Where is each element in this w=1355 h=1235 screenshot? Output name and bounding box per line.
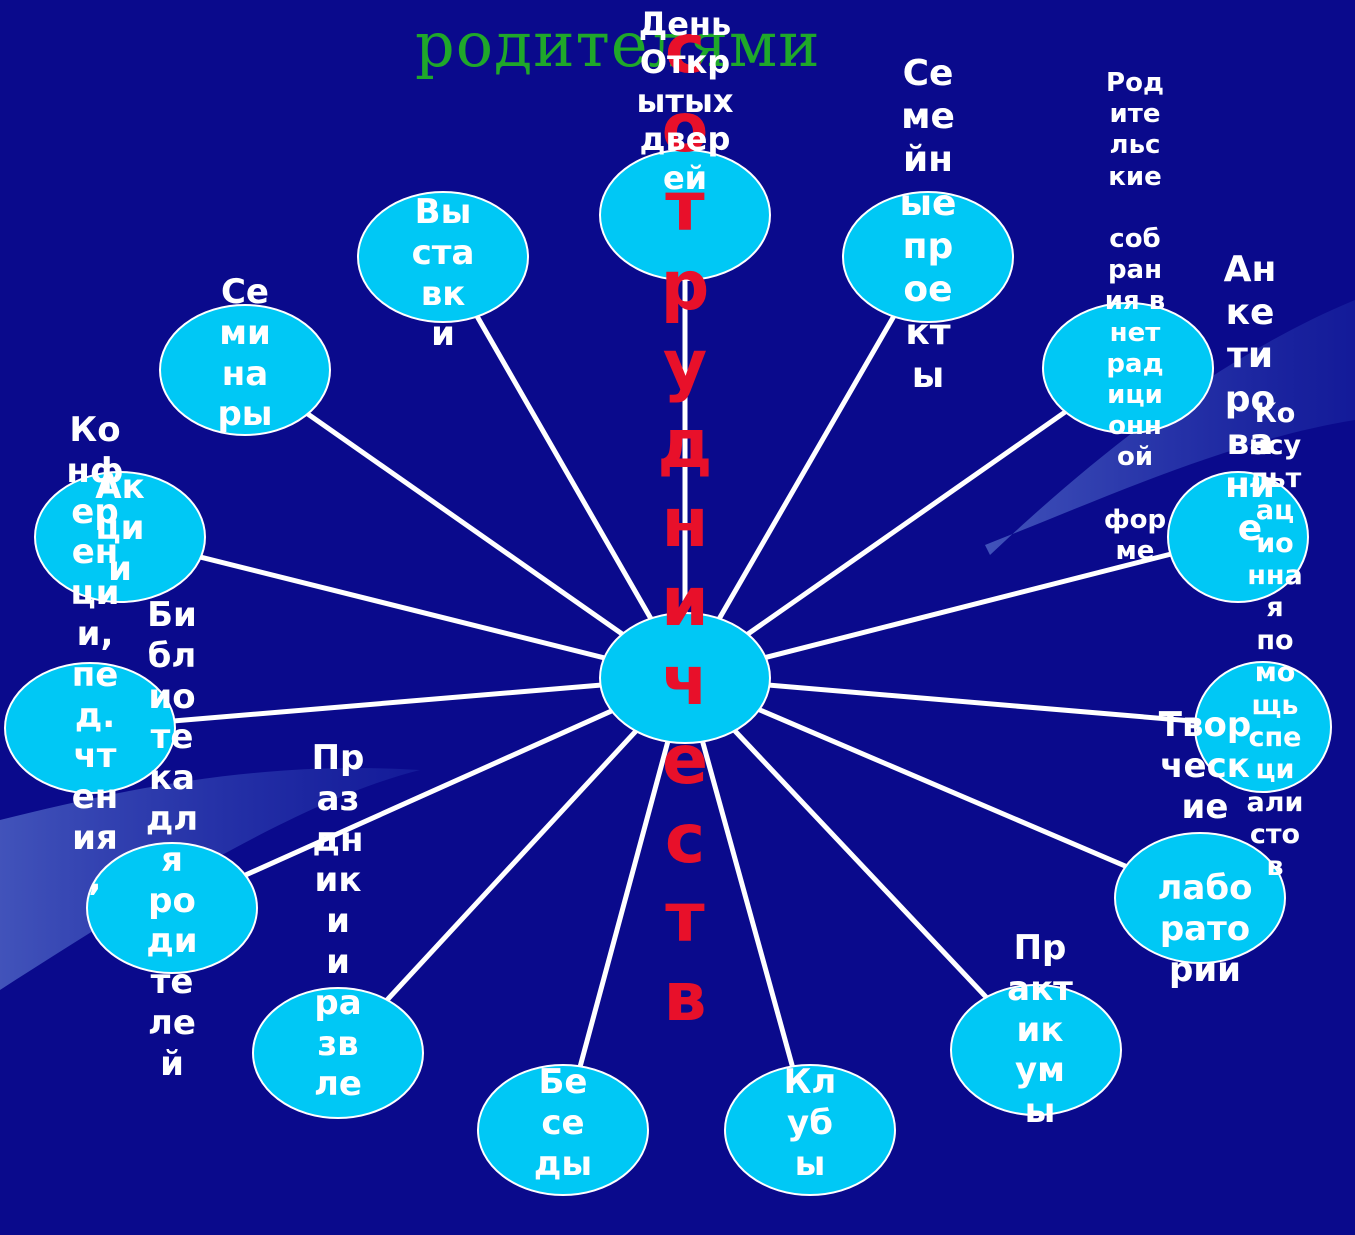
spoke-praktikumy xyxy=(683,676,1038,1052)
node-biblioteka xyxy=(86,842,258,974)
spoke-kluby xyxy=(682,677,813,1131)
label-tvorcheskie-laboratorii: Твор ческ ие лабо рато рии xyxy=(1157,705,1253,990)
node-tvorcheskie-laboratorii xyxy=(1114,832,1286,964)
vertical-word: с о т р у д н и ч е с т в xyxy=(657,10,713,1037)
spoke-konferentsii xyxy=(89,675,686,731)
label-anketirovanie: Ан ке ти ро ва ни е xyxy=(1223,249,1277,550)
node-aktsii xyxy=(34,471,206,603)
node-center-hub xyxy=(599,612,771,744)
node-besedy xyxy=(477,1064,649,1196)
spoke-semeynye-proekty xyxy=(682,255,931,680)
node-anketirovanie xyxy=(1167,471,1309,603)
node-praktikumy xyxy=(950,984,1122,1116)
label-semeynye-proekty: Се ме йн ые пр ое кт ы xyxy=(899,53,957,397)
label-kluby: Кл уб ы xyxy=(783,1062,837,1184)
connector-lines xyxy=(89,215,1264,1131)
spoke-vystavki xyxy=(440,255,688,680)
node-kluby xyxy=(724,1064,896,1196)
label-aktsii: Ак ци и xyxy=(95,467,145,589)
label-praktikumy: Пр акт ик ум ы xyxy=(1007,928,1073,1132)
label-besedy: Бе се ды xyxy=(533,1062,593,1184)
node-konsultatsionnaya-pomoshch xyxy=(1194,661,1332,793)
node-semeynye-proekty xyxy=(842,191,1014,323)
label-vystavki: Вы ста вк и xyxy=(411,192,475,355)
label-konferentsii: Ко нф ер ен ци и, пе д. чт ен ия , xyxy=(66,410,124,899)
spoke-seminary xyxy=(243,367,687,681)
node-prazdniki xyxy=(252,987,424,1119)
decorative-swoosh-right xyxy=(985,300,1355,555)
node-konferentsii xyxy=(4,662,176,794)
spoke-besedy xyxy=(560,677,688,1131)
diagram-title: родителями xyxy=(415,8,821,81)
spoke-prazdniki xyxy=(336,676,687,1055)
node-seminary xyxy=(159,304,331,436)
spoke-roditelskie-sobraniya xyxy=(683,365,1130,681)
label-biblioteka: Би бл ио те ка дл я ро ди те ле й xyxy=(145,595,199,1084)
spoke-biblioteka xyxy=(170,675,687,911)
node-roditelskie-sobraniya xyxy=(1042,302,1214,434)
label-prazdniki: Пр аз дн ик и и ра зв ле xyxy=(311,738,365,1105)
node-ellipses xyxy=(4,149,1332,1196)
label-konsultatsionnaya-pomoshch: Ко нсу льт ац ио нна я по мо щь спе ци а… xyxy=(1246,398,1304,883)
decorative-swoosh-left xyxy=(0,768,420,990)
label-den-otkrytyh-dverey: День Откр ытых двер ей xyxy=(636,5,734,197)
spoke-anketirovanie xyxy=(684,534,1239,681)
node-vystavki xyxy=(357,191,529,323)
spoke-konsultatsionnaya-pomoshch xyxy=(684,675,1264,730)
label-roditelskie-sobraniya: Род ите льс кие соб ран ия в нет рад ици… xyxy=(1103,68,1167,566)
label-seminary: Се ми на ры xyxy=(217,272,273,435)
spoke-tvorcheskie-laboratorii xyxy=(684,675,1201,901)
node-den-otkrytyh-dverey xyxy=(599,149,771,281)
spoke-aktsii xyxy=(119,534,686,681)
